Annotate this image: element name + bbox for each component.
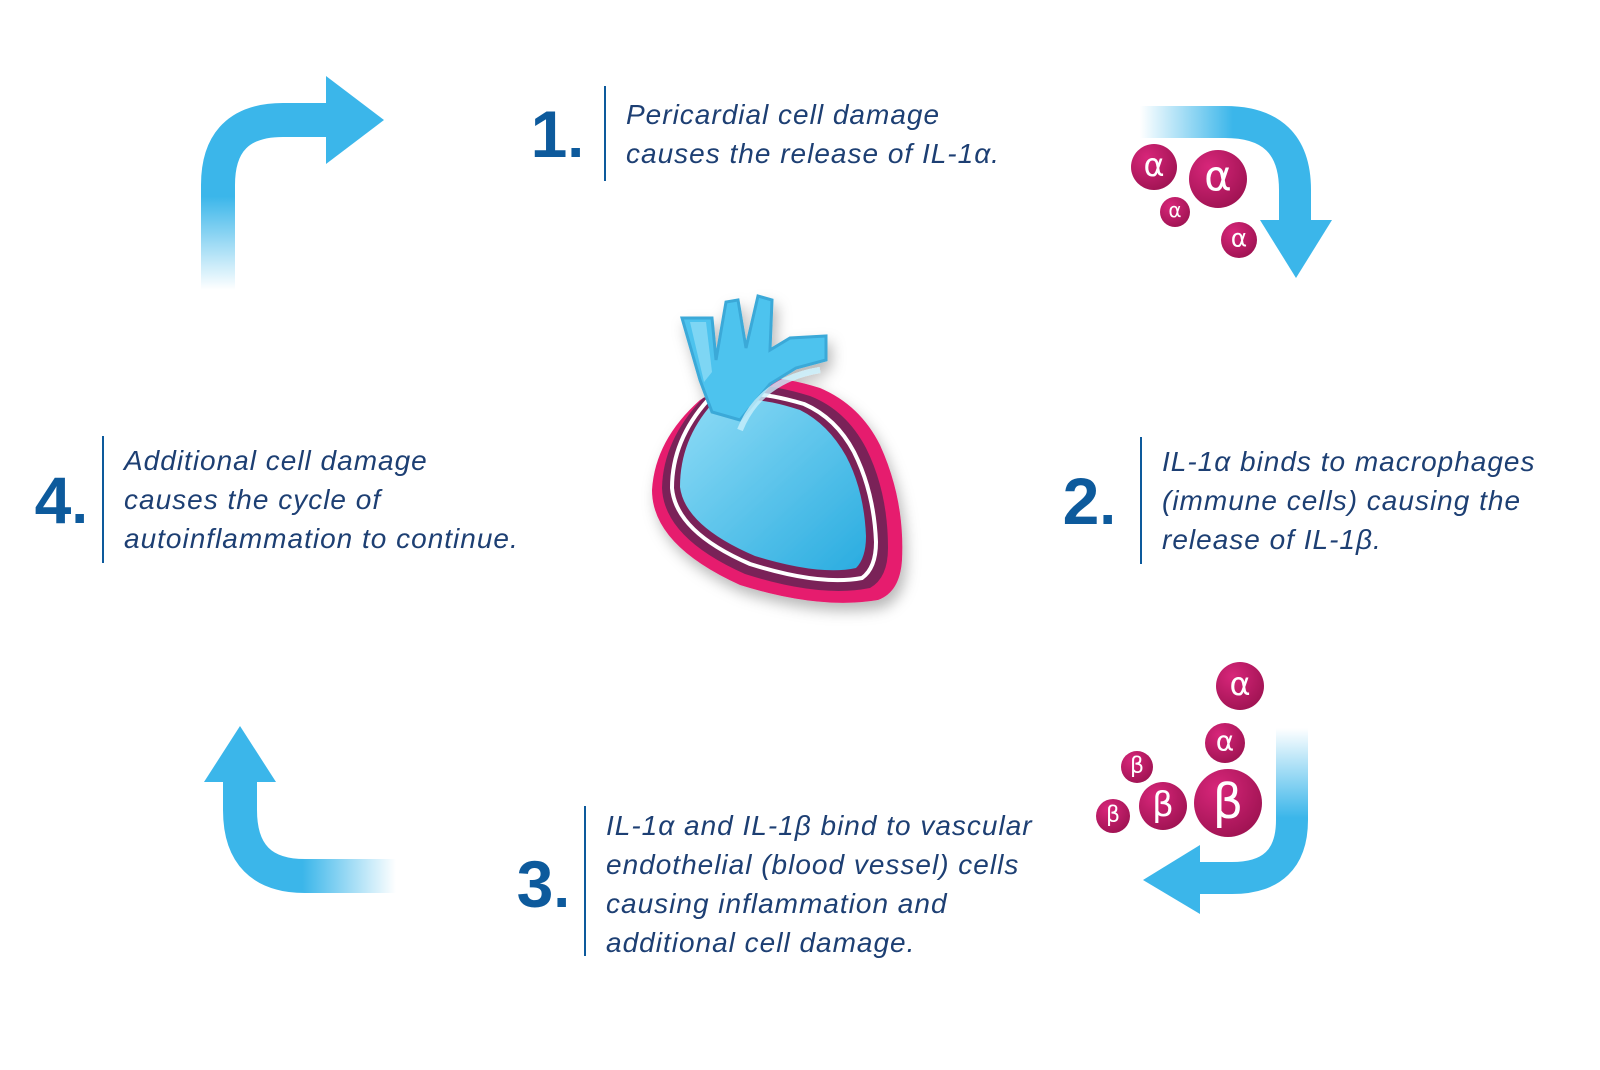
step-number-digit: 3 [516,847,554,921]
step-description: Additional cell damage causes the cycle … [124,445,519,554]
beta-molecule-icon: β [1121,751,1153,783]
step-4: 4. Additional cell damage causes the cyc… [18,436,519,563]
divider [1140,437,1142,564]
alpha-beta-molecule-cluster: α α β β β β [1096,662,1264,837]
step-number: 1. [530,96,584,171]
step-number: 4. [34,462,88,537]
beta-molecule-icon: β [1139,782,1187,830]
divider [604,86,606,181]
heart-icon [652,294,903,603]
svg-text:α: α [1231,224,1247,253]
cycle-arrow-icon [1143,728,1308,914]
step-number: 3. [516,847,570,921]
step-number-digit: 4 [34,462,72,537]
step-description: IL-1α binds to macrophages (immune cells… [1162,446,1536,555]
alpha-molecule-icon: α [1189,150,1247,208]
alpha-molecule-icon: α [1221,222,1257,258]
svg-text:β: β [1130,754,1144,779]
cycle-arrow-icon [1140,106,1332,278]
alpha-molecule-icon: α [1216,662,1264,710]
step-2: 2. IL-1α binds to macrophages (immune ce… [1040,437,1536,564]
svg-text:β: β [1152,785,1174,825]
alpha-molecule-icon: α [1131,144,1177,190]
cycle-arrow-icon [201,76,384,290]
divider [584,806,586,956]
divider [102,436,104,563]
step-number-digit: 2 [1062,463,1100,538]
step-3: 3. IL-1α and IL-1β bind to vascular endo… [500,806,1033,962]
alpha-molecule-icon: α [1205,723,1245,763]
svg-text:β: β [1106,803,1120,828]
beta-molecule-icon: β [1194,769,1262,837]
alpha-molecule-icon: α [1160,197,1190,227]
svg-text:α: α [1168,198,1181,222]
cycle-arrow-icon [204,726,396,893]
svg-text:α: α [1216,725,1234,758]
alpha-molecule-cluster: α α α α [1131,144,1257,258]
svg-text:α: α [1204,152,1232,201]
step-description: IL-1α and IL-1β bind to vascular endothe… [606,810,1033,958]
step-description: Pericardial cell damage causes the relea… [626,98,1000,169]
step-number: 2. [1062,463,1116,538]
svg-text:α: α [1143,146,1164,184]
beta-molecule-icon: β [1096,799,1130,833]
step-1: 1. Pericardial cell damage causes the re… [520,86,1000,181]
step-number-digit: 1 [530,96,568,171]
svg-text:α: α [1229,665,1250,703]
svg-text:β: β [1213,774,1244,830]
